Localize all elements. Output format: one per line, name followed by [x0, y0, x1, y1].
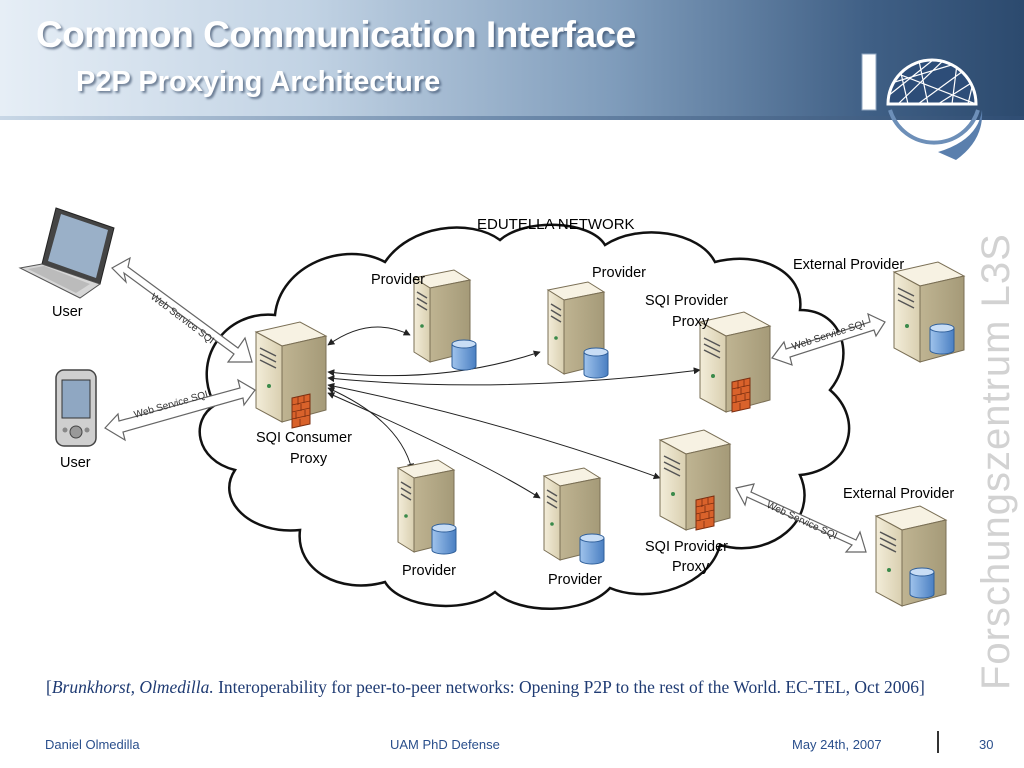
- provider-server-3: [397, 459, 457, 555]
- footer-page-number: 30: [979, 737, 994, 752]
- citation-text: Interoperability for peer-to-peer networ…: [213, 677, 925, 697]
- footer-divider: [937, 731, 939, 753]
- web-service-arrow-ext1: [771, 312, 886, 366]
- provider-label-4: Provider: [548, 572, 602, 588]
- provider-proxy-2-label-line2: Proxy: [672, 559, 710, 575]
- consumer-proxy-label-line1: SQI Consumer: [256, 430, 352, 446]
- footer-event: UAM PhD Defense: [390, 737, 500, 752]
- external-provider-server-2: [875, 505, 947, 607]
- sqi-consumer-proxy-server: [255, 321, 327, 429]
- provider-server-2: [547, 281, 609, 379]
- slide-subtitle: P2P Proxying Architecture: [76, 66, 441, 98]
- footer-author: Daniel Olmedilla: [45, 737, 140, 752]
- slide-title: Common Communication Interface: [36, 14, 636, 55]
- pda-icon: [55, 369, 97, 447]
- footer-date: May 24th, 2007: [792, 737, 882, 752]
- user-label-1: User: [52, 304, 83, 320]
- external-provider-label-1: External Provider: [793, 257, 905, 273]
- provider-proxy-2-label-line1: SQI Provider: [645, 539, 728, 555]
- web-service-arrow-user2: [104, 378, 256, 442]
- laptop-icon: [18, 207, 115, 299]
- network-label: EDUTELLA NETWORK: [477, 216, 635, 233]
- web-service-arrow-user1: [111, 256, 253, 363]
- slide-header: [0, 0, 1024, 118]
- citation: [Brunkhorst, Olmedilla. Interoperability…: [46, 677, 926, 698]
- consumer-proxy-label-line2: Proxy: [290, 451, 328, 467]
- citation-authors: Brunkhorst, Olmedilla.: [51, 677, 214, 697]
- sqi-provider-proxy-server-2: [659, 429, 731, 531]
- external-provider-server-1: [893, 261, 965, 363]
- provider-proxy-1-label-line1: SQI Provider: [645, 293, 728, 309]
- web-service-label-1: Web Service SQI: [148, 292, 216, 347]
- provider-server-4: [543, 467, 605, 565]
- sqi-provider-proxy-server-1: [699, 311, 771, 413]
- external-provider-label-2: External Provider: [843, 486, 955, 502]
- provider-label-2: Provider: [592, 265, 646, 281]
- provider-label-3: Provider: [402, 563, 456, 579]
- header-divider: [0, 116, 1024, 120]
- web-service-arrow-ext2: [735, 483, 867, 553]
- provider-proxy-1-label-line2: Proxy: [672, 314, 710, 330]
- l3s-logo: [861, 53, 983, 160]
- provider-label-1: Provider: [371, 272, 425, 288]
- citation-open-bracket: [: [46, 677, 52, 697]
- user-label-2: User: [60, 455, 91, 471]
